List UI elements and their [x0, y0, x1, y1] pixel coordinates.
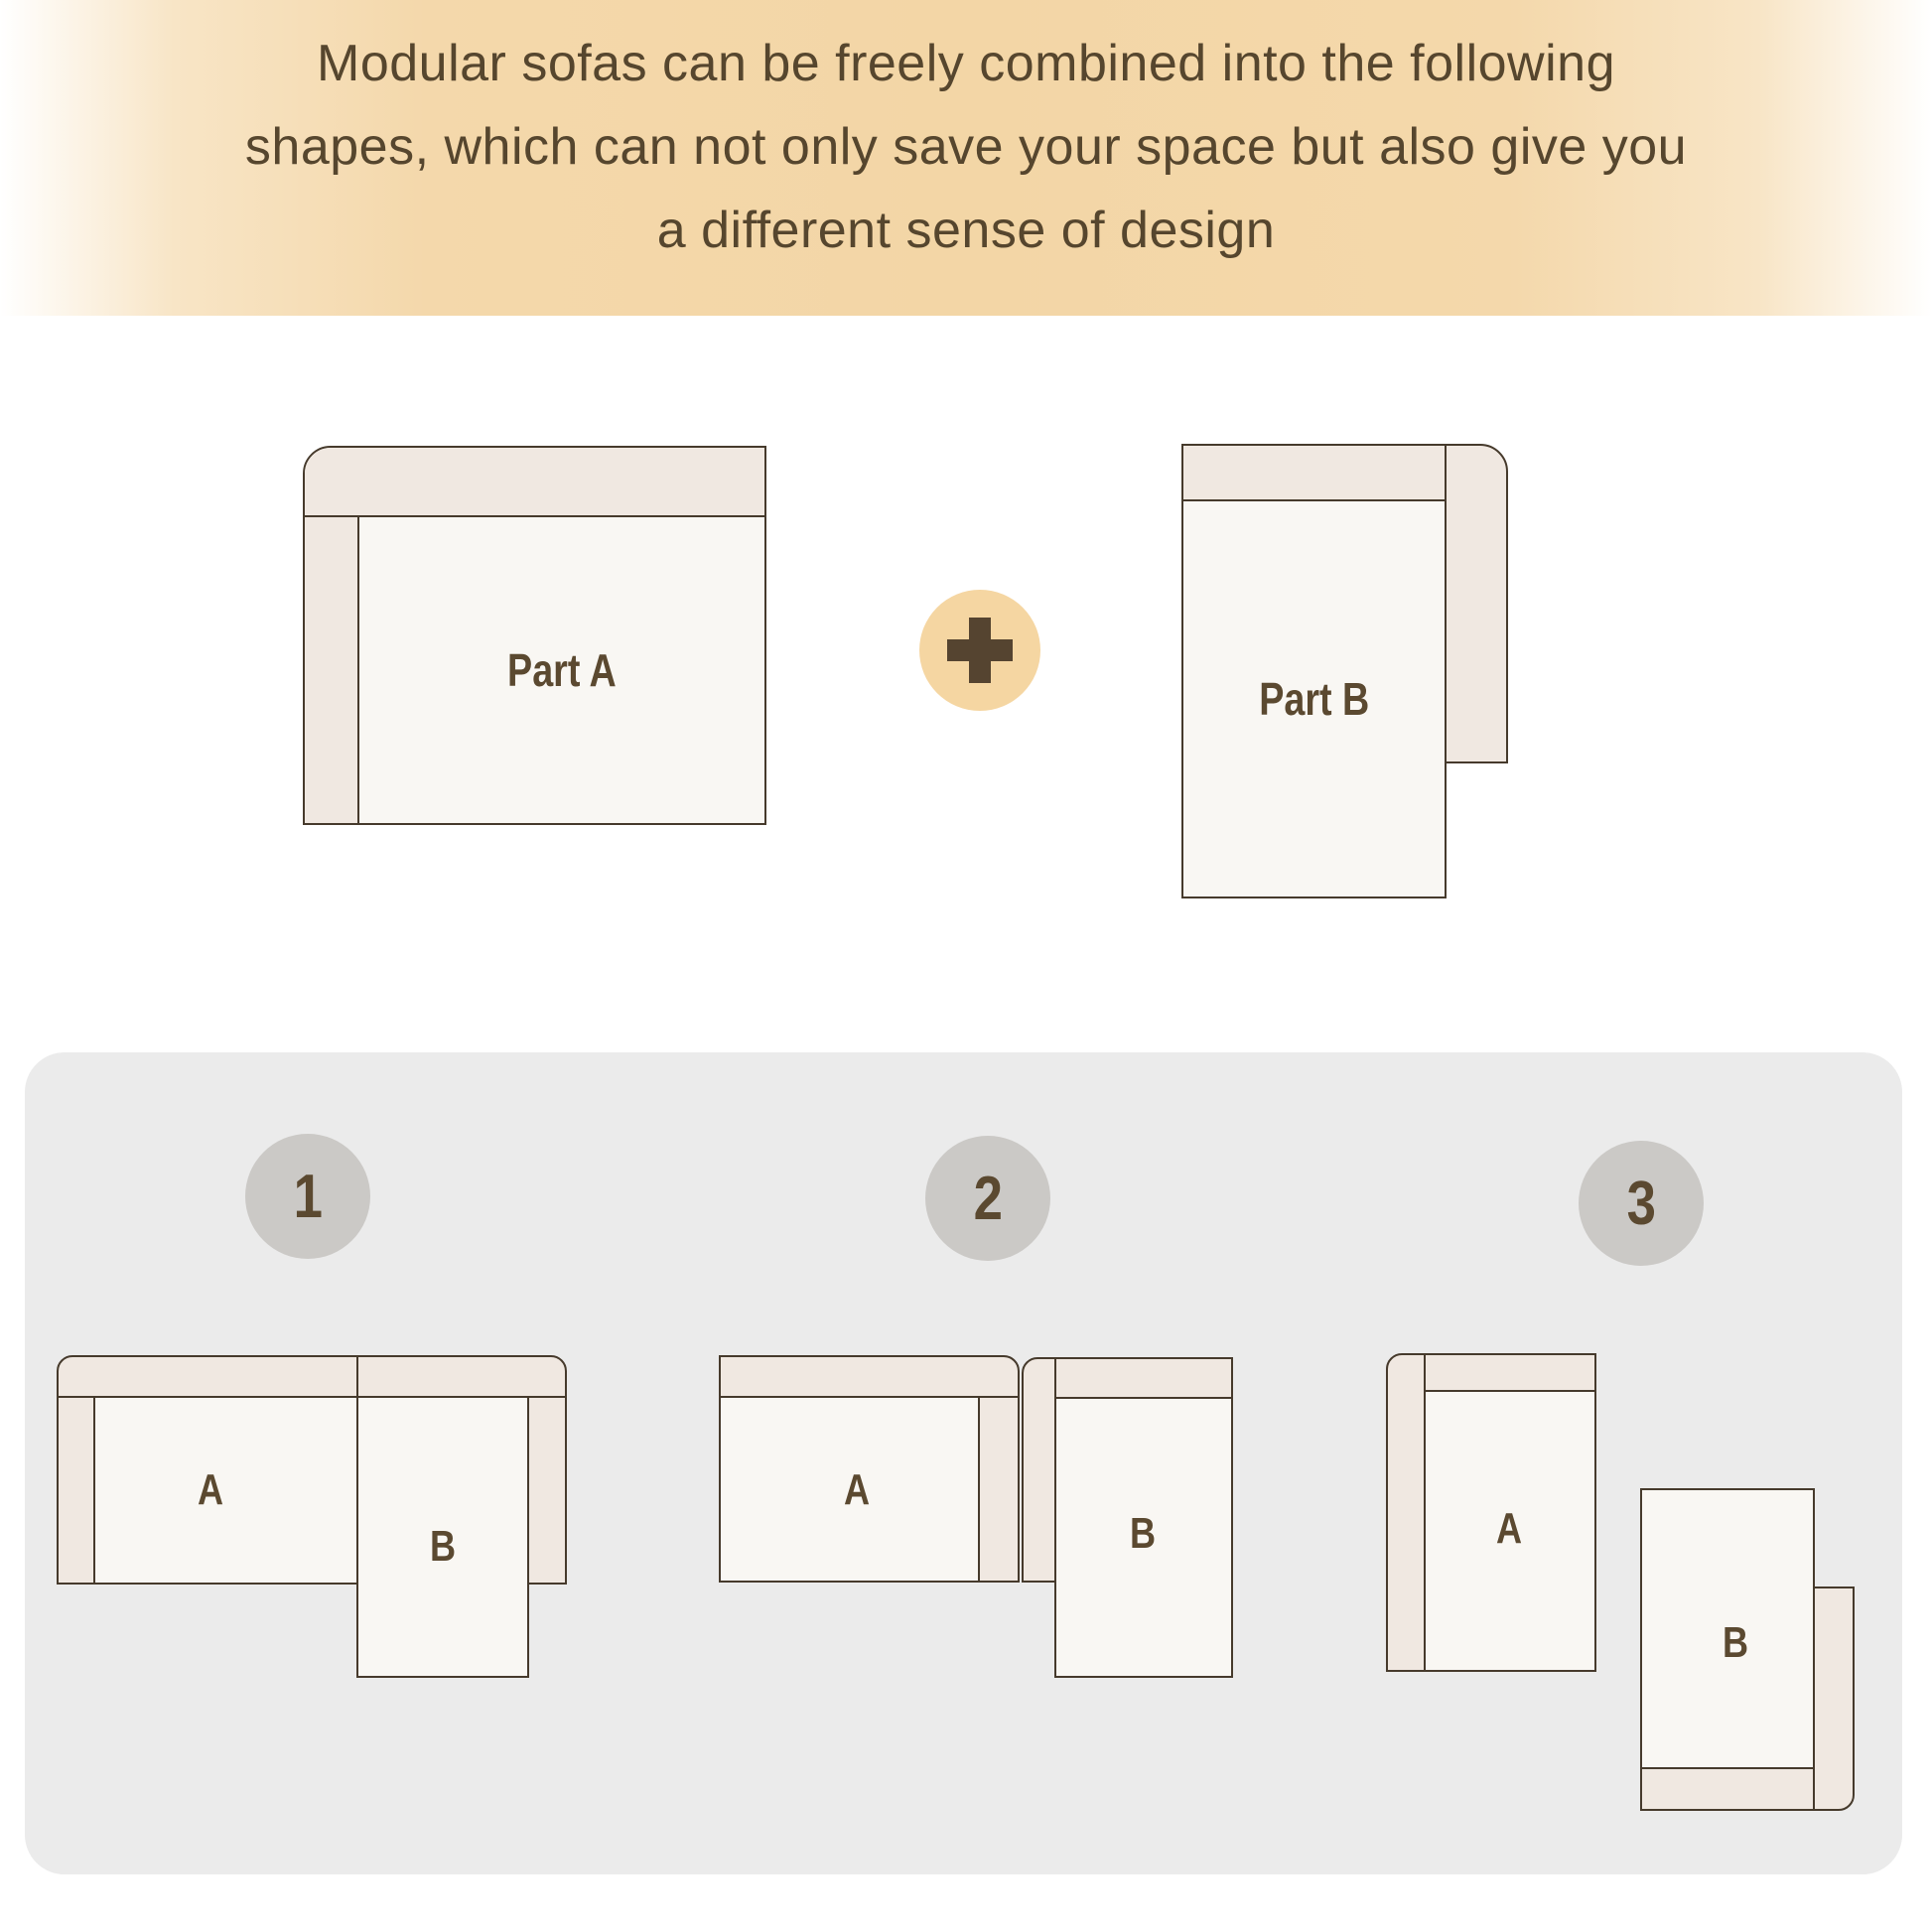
- combination-2-number-badge: 2: [925, 1136, 1050, 1261]
- plus-icon-vertical-bar: [969, 618, 991, 683]
- combo3-label-b: B: [1722, 1618, 1749, 1667]
- combo3-backrest-b: [1640, 1767, 1815, 1811]
- combo3-seat-b: [1640, 1488, 1815, 1769]
- part-a-backrest: [305, 448, 764, 517]
- combo1-label-a: A: [197, 1465, 224, 1514]
- page-title: Modular sofas can be freely combined int…: [0, 22, 1932, 272]
- combo2-backrest-a: [719, 1355, 1020, 1398]
- combo3-label-a: A: [1495, 1504, 1523, 1553]
- part-b-backrest: [1183, 446, 1445, 501]
- combo2-seat-a: [719, 1396, 980, 1583]
- combo3-armrest-b: [1813, 1587, 1855, 1811]
- combo1-seat-a: [93, 1396, 358, 1585]
- combo2-armrest-a: [978, 1396, 1020, 1583]
- combo2-seat-b: [1054, 1397, 1233, 1678]
- combo1-seat-b: [356, 1396, 529, 1678]
- combo1-label-b: B: [429, 1522, 457, 1571]
- combination-3-number-badge: 3: [1579, 1141, 1704, 1266]
- combo1-armrest-left: [57, 1396, 95, 1585]
- part-a-armrest: [305, 517, 359, 823]
- combo2-label-a: A: [843, 1465, 871, 1514]
- part-a-sofa: Part A: [303, 446, 766, 825]
- combo1-backrest-a: [57, 1355, 358, 1398]
- part-b-sofa: Part B: [1181, 444, 1447, 898]
- combo3-backrest-a: [1424, 1353, 1596, 1392]
- combo2-armrest-b: [1022, 1357, 1056, 1583]
- part-a-label: Part A: [507, 644, 617, 696]
- combo3-seat-a: [1424, 1390, 1596, 1672]
- combo2-backrest-b: [1054, 1357, 1233, 1399]
- title-line-2: shapes, which can not only save your spa…: [244, 118, 1688, 176]
- combination-1-number-badge: 1: [245, 1134, 370, 1259]
- title-line-1: Modular sofas can be freely combined int…: [317, 35, 1615, 92]
- part-b-label: Part B: [1258, 673, 1370, 725]
- combo1-backrest-b: [356, 1355, 567, 1398]
- combo2-label-b: B: [1129, 1509, 1157, 1558]
- header-banner: Modular sofas can be freely combined int…: [0, 0, 1932, 316]
- combo3-armrest-a: [1386, 1353, 1426, 1672]
- part-b-armrest: [1445, 444, 1508, 763]
- combo1-armrest-right: [527, 1396, 567, 1585]
- title-line-3: a different sense of design: [656, 202, 1276, 259]
- plus-icon: [919, 590, 1040, 711]
